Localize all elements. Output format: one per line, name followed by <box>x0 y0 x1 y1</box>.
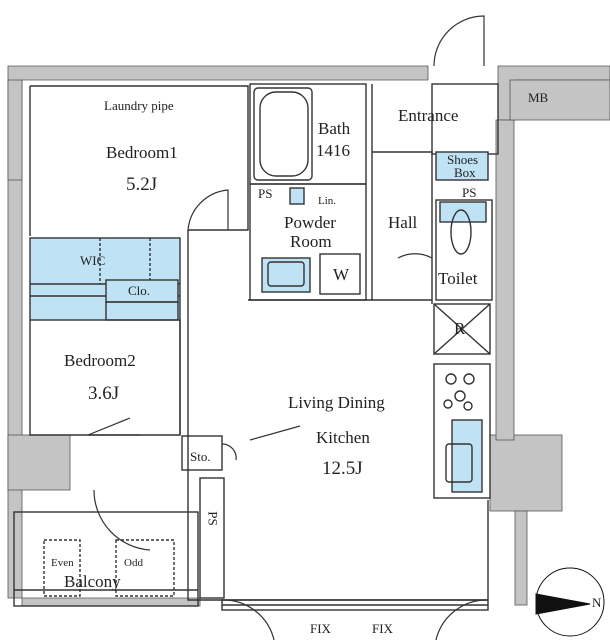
bedroom1-area: 5.2J <box>126 174 158 195</box>
shoes-box <box>435 151 489 181</box>
toilet-name: Toilet <box>438 269 478 288</box>
bedroom2-door <box>87 417 140 436</box>
ldk-area: 12.5J <box>322 458 363 479</box>
bedroom2-area: 3.6J <box>88 383 120 404</box>
odd-label: Odd <box>124 557 143 569</box>
powder-line1: Powder <box>284 213 336 232</box>
mb-label: MB <box>528 90 549 105</box>
bathtub <box>259 91 309 177</box>
entrance-door <box>433 15 485 67</box>
ldk-line1: Living Dining <box>288 393 385 412</box>
even-label: Even <box>51 557 74 569</box>
wall-shaft-left <box>7 79 23 181</box>
linen-box <box>289 187 305 205</box>
balcony-door <box>93 489 151 551</box>
washer <box>319 253 361 295</box>
north-arrow <box>535 567 605 637</box>
wall-mb-column <box>509 79 610 121</box>
bedroom2-name: Bedroom2 <box>64 351 136 370</box>
ps-hall-label: PS <box>462 185 477 200</box>
shoes-box-line1: Shoes <box>447 152 479 167</box>
hall-name: Hall <box>388 213 418 232</box>
storage-label: Sto. <box>190 449 211 464</box>
wall-column-left <box>7 434 71 491</box>
ldk-line2: Kitchen <box>316 428 370 447</box>
wall-right <box>495 119 515 441</box>
refrigerator <box>433 303 491 355</box>
wic-label: WIC <box>80 253 106 268</box>
wall-balcony-right <box>514 510 528 606</box>
bath-size: 1416 <box>316 141 350 160</box>
ps-shaft-living <box>199 477 225 599</box>
ps-living-label: PS <box>205 511 221 526</box>
bedroom1-door <box>187 189 229 231</box>
hall-door <box>397 253 433 259</box>
linen-label: Lin. <box>318 195 337 207</box>
living-window-left <box>221 599 275 640</box>
fix-left-label: FIX <box>310 621 331 636</box>
living-window-right <box>435 599 489 640</box>
powder-line2: Room <box>290 232 332 251</box>
closet-label: Clo. <box>128 283 151 298</box>
wall-bottom <box>21 597 201 607</box>
wic <box>29 237 181 321</box>
toilet-room <box>435 199 493 301</box>
wall-column-right <box>489 434 563 512</box>
ps-bath-label: PS <box>258 186 273 201</box>
storage-closet <box>181 435 223 471</box>
storage-door <box>221 443 237 461</box>
bath-name: Bath <box>318 119 351 138</box>
fix-right-label: FIX <box>372 621 393 636</box>
shoes-box-line2: Box <box>454 165 476 180</box>
balcony-name: Balcony <box>64 572 121 591</box>
washer-label: W <box>333 265 350 284</box>
entrance-name: Entrance <box>398 106 459 125</box>
bedroom1-name: Bedroom1 <box>106 143 178 162</box>
north-label: N <box>592 595 602 610</box>
refrigerator-label: R <box>454 319 466 338</box>
kitchen-counter <box>433 363 491 499</box>
laundry-pipe-label: Laundry pipe <box>104 98 174 113</box>
balcony <box>13 511 199 607</box>
